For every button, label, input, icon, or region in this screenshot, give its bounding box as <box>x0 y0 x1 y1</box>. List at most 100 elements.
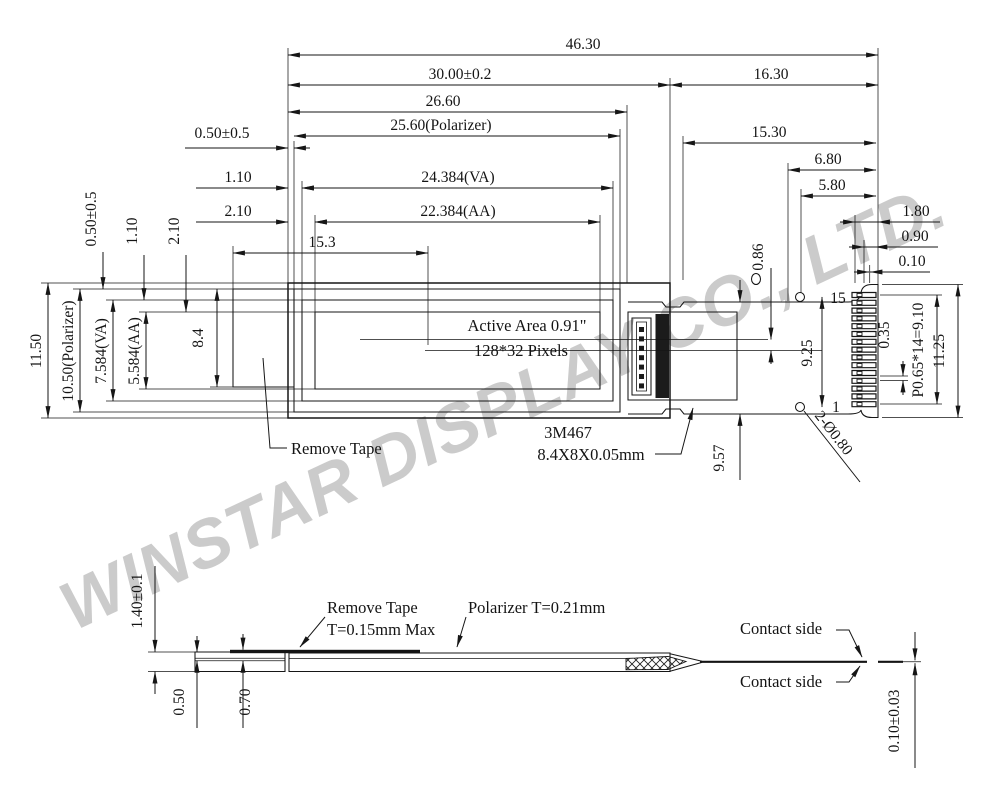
dim-fpc-thickness: 0.10±0.03 <box>886 689 903 752</box>
pin-contact-dot <box>857 364 862 367</box>
driver-ic-contacts <box>639 327 644 389</box>
dim-aa-height: 5.584(AA) <box>126 317 143 385</box>
active-area-label: Active Area 0.91" <box>468 316 587 335</box>
dim-tape-height: 8.4 <box>190 328 207 348</box>
dim-fpc-0-10: 0.10 <box>898 253 925 270</box>
dim-tape-width: 15.3 <box>308 234 335 251</box>
dim-glass-width: 30.00±0.2 <box>429 66 492 83</box>
connector-pin <box>852 394 876 399</box>
top-callouts: Remove Tape 3M467 8.4X8X0.05mm <box>263 358 693 464</box>
side-left-stack <box>195 652 285 672</box>
remove-tape-label: Remove Tape <box>291 439 382 458</box>
tape-size-label: 8.4X8X0.05mm <box>537 445 644 464</box>
dim-thickness-0-50: 0.50 <box>171 688 188 715</box>
alignment-hole-bottom <box>796 403 805 412</box>
connector-pin <box>852 363 876 368</box>
dim-fpc-1-80: 1.80 <box>902 203 929 220</box>
connector-pin <box>852 347 876 352</box>
connector-pin <box>852 371 876 376</box>
dim-polarizer-height: 10.50(Polarizer) <box>60 300 77 401</box>
remove-tape-hatch <box>233 289 294 387</box>
dim-fpc-6-80: 6.80 <box>814 151 841 168</box>
dim-fpc-height: 9.57 <box>711 444 728 471</box>
dim-aa-offset-h: 2.10 <box>224 203 251 220</box>
contact-side-top-label: Contact side <box>740 619 822 638</box>
fpc-ear-hole <box>752 274 761 285</box>
connector-pin <box>852 324 876 329</box>
dim-thickness-0-70: 0.70 <box>237 688 254 715</box>
dim-aa-width: 22.384(AA) <box>420 203 495 220</box>
dim-fpc-0-90: 0.90 <box>901 228 928 245</box>
side-glass-body <box>289 653 670 672</box>
pin-contact-dot <box>857 332 862 335</box>
dim-pin-pitch: P0.65*14=9.10 <box>910 302 927 397</box>
tape-code-label: 3M467 <box>544 423 592 442</box>
dim-polarizer-offset-v: 0.50±0.5 <box>83 191 100 246</box>
dim-va-offset-h: 1.10 <box>224 169 251 186</box>
alignment-hole-top <box>796 293 805 302</box>
dim-fpc-5-80: 5.80 <box>818 177 845 194</box>
acf-tape-crosshatch <box>628 312 737 400</box>
side-remove-tape-layer <box>230 649 420 654</box>
right-dimensions: 9.25 0.35 P0.65*14=9.10 11.25 0.86 9.57 … <box>711 243 963 482</box>
top-vertical-dimensions: 11.50 10.50(Polarizer) 7.584(VA) 5.584(A… <box>28 191 315 419</box>
dim-va-offset-v: 1.10 <box>124 217 141 244</box>
pin-15-label: 15 <box>830 290 846 307</box>
connector-pin <box>852 355 876 360</box>
contact-side-bottom-label: Contact side <box>740 672 822 691</box>
ic-dark-bar <box>655 314 669 398</box>
pin-contact-dot <box>857 317 862 320</box>
connector-pins <box>852 293 876 407</box>
dim-aa-offset-v: 2.10 <box>166 217 183 244</box>
dim-fpc-15-30: 15.30 <box>752 124 787 141</box>
pin-contact-dot <box>857 309 862 312</box>
dim-total-height: 11.50 <box>28 334 45 369</box>
dim-thickness-total: 1.40±0.1 <box>129 573 146 628</box>
pin-contact-dot <box>857 325 862 328</box>
pin-contact-dot <box>857 403 862 406</box>
pin-contact-dot <box>857 356 862 359</box>
side-acf-wedge <box>625 656 688 671</box>
dim-polarizer-offset-h: 0.50±0.5 <box>194 125 249 142</box>
side-remove-tape-label-1: Remove Tape <box>327 598 418 617</box>
pin-contact-dot <box>857 387 862 390</box>
dim-26-60: 26.60 <box>426 93 461 110</box>
dim-polarizer-width: 25.60(Polarizer) <box>390 117 491 134</box>
connector-pin <box>852 386 876 391</box>
connector-pin <box>852 332 876 337</box>
ic-contact-dot <box>639 374 644 379</box>
connector-pin <box>852 293 876 298</box>
connector-pin <box>852 308 876 313</box>
pin-contact-dot <box>857 348 862 351</box>
pin-contact-dot <box>857 395 862 398</box>
connector-pin <box>852 316 876 321</box>
dim-va-width: 24.384(VA) <box>421 169 494 186</box>
side-remove-tape-label-2: T=0.15mm Max <box>327 620 436 639</box>
ic-contact-dot <box>639 336 644 342</box>
dim-center-offset: 0.86 <box>750 243 767 270</box>
driver-ic-channel <box>632 318 651 395</box>
dim-fpc-width: 16.30 <box>754 66 789 83</box>
pin-contact-dot <box>857 293 862 296</box>
dim-va-height: 7.584(VA) <box>93 318 110 384</box>
ic-contact-dot <box>639 355 644 361</box>
side-polarizer-label: Polarizer T=0.21mm <box>468 598 605 617</box>
dim-pin-width: 0.35 <box>876 321 893 348</box>
pin-1-label: 1 <box>832 399 840 416</box>
pin-contact-dot <box>857 340 862 343</box>
connector-pin <box>852 378 876 383</box>
connector-pin <box>852 339 876 344</box>
top-horizontal-dimensions: 46.30 30.00±0.2 16.30 26.60 25.60(Polari… <box>185 36 940 345</box>
dim-total-width: 46.30 <box>566 36 601 53</box>
pin-contact-dot <box>857 371 862 374</box>
ic-contact-dot <box>639 364 644 370</box>
ic-contact-dot <box>639 383 644 389</box>
ic-contact-dot <box>639 327 644 332</box>
ic-contact-dot <box>639 345 644 351</box>
pin-contact-dot <box>857 379 862 382</box>
connector-pin <box>852 300 876 305</box>
connector-pin <box>852 402 876 407</box>
module-top-view: Active Area 0.91" 128*32 Pixels 15 1 <box>233 274 878 419</box>
